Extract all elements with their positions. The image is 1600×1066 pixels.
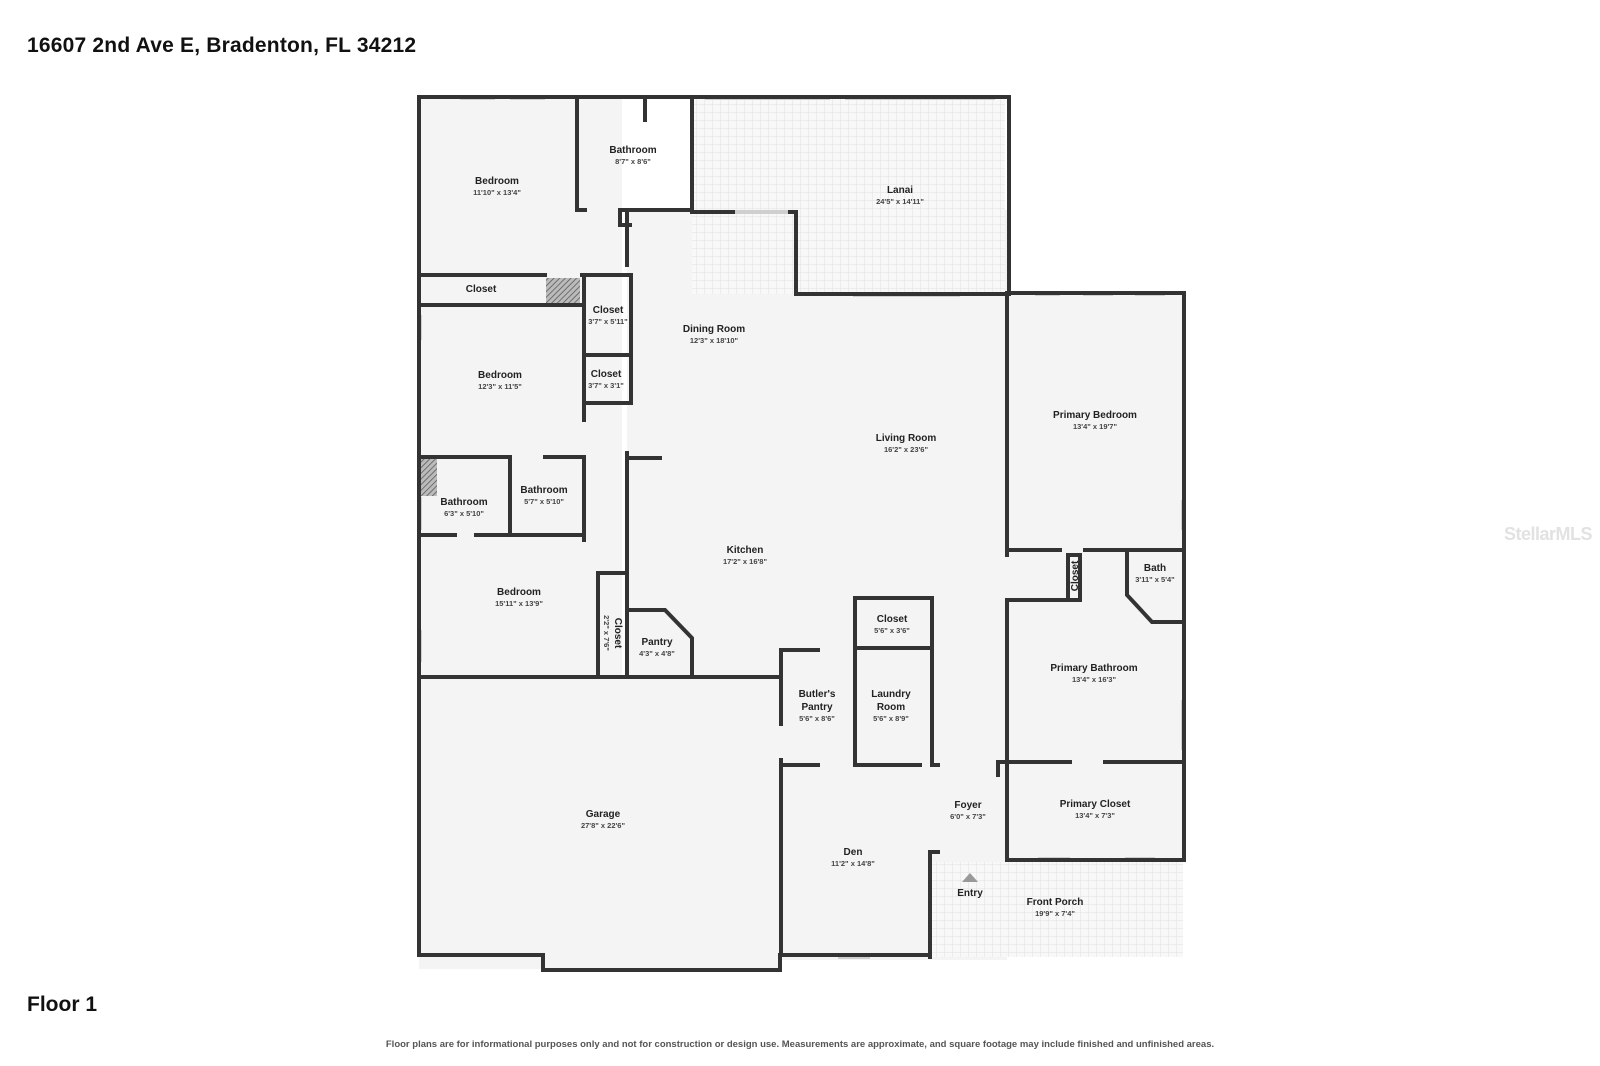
svg-text:11'2" x 14'8": 11'2" x 14'8" <box>831 859 875 868</box>
svg-text:Pantry: Pantry <box>801 702 833 713</box>
svg-text:5'6" x 8'9": 5'6" x 8'9" <box>873 714 909 723</box>
property-address: 16607 2nd Ave E, Bradenton, FL 34212 <box>27 34 417 57</box>
svg-text:Primary Bedroom: Primary Bedroom <box>1053 410 1137 421</box>
svg-text:Bathroom: Bathroom <box>440 497 487 508</box>
svg-text:Closet: Closet <box>877 614 908 625</box>
svg-text:13'4" x 16'3": 13'4" x 16'3" <box>1072 675 1116 684</box>
svg-text:Kitchen: Kitchen <box>727 545 764 556</box>
svg-text:Bedroom: Bedroom <box>478 370 522 381</box>
svg-text:19'9" x 7'4": 19'9" x 7'4" <box>1035 909 1075 918</box>
room-closet-hall: Closet <box>466 284 497 295</box>
svg-text:6'3" x 5'10": 6'3" x 5'10" <box>444 509 484 518</box>
svg-text:Closet: Closet <box>612 618 623 649</box>
svg-text:5'6" x 8'6": 5'6" x 8'6" <box>799 714 835 723</box>
svg-text:Living Room: Living Room <box>876 433 937 444</box>
svg-text:Bedroom: Bedroom <box>475 176 519 187</box>
disclaimer: Floor plans are for informational purpos… <box>385 1039 1215 1050</box>
svg-text:12'3" x 11'5": 12'3" x 11'5" <box>478 382 522 391</box>
svg-text:Bathroom: Bathroom <box>609 145 656 156</box>
svg-text:Front Porch: Front Porch <box>1027 897 1084 908</box>
svg-text:Primary Closet: Primary Closet <box>1060 799 1131 810</box>
svg-text:24'5" x 14'11": 24'5" x 14'11" <box>876 197 924 206</box>
svg-text:13'4" x 19'7": 13'4" x 19'7" <box>1073 422 1117 431</box>
svg-text:3'11" x 5'4": 3'11" x 5'4" <box>1135 575 1175 584</box>
svg-text:Den: Den <box>844 847 863 858</box>
svg-text:3'7" x 5'11": 3'7" x 5'11" <box>588 317 628 326</box>
svg-text:Room: Room <box>877 702 905 713</box>
svg-text:13'4" x 7'3": 13'4" x 7'3" <box>1075 811 1115 820</box>
svg-text:Foyer: Foyer <box>954 800 981 811</box>
svg-text:12'3" x 18'10": 12'3" x 18'10" <box>690 336 739 345</box>
svg-text:5'7" x 5'10": 5'7" x 5'10" <box>524 497 564 506</box>
svg-text:Pantry: Pantry <box>641 637 673 648</box>
floor-label: Floor 1 <box>27 993 98 1016</box>
svg-text:Garage: Garage <box>586 809 621 820</box>
svg-text:Closet: Closet <box>591 369 622 380</box>
svg-text:Butler's: Butler's <box>799 689 836 700</box>
svg-text:16'2" x 23'6": 16'2" x 23'6" <box>884 445 928 454</box>
svg-text:4'3" x 4'8": 4'3" x 4'8" <box>639 649 675 658</box>
svg-text:Bedroom: Bedroom <box>497 587 541 598</box>
svg-text:Dining Room: Dining Room <box>683 324 745 335</box>
svg-text:Laundry: Laundry <box>871 689 911 700</box>
svg-text:5'6" x 3'6": 5'6" x 3'6" <box>874 626 910 635</box>
svg-text:Entry: Entry <box>957 888 983 899</box>
svg-text:Closet: Closet <box>593 305 624 316</box>
chase-hatch-2 <box>421 458 437 496</box>
watermark: StellarMLS <box>1503 524 1593 544</box>
svg-text:2'2" x 7'6": 2'2" x 7'6" <box>602 615 611 651</box>
lanai-floor-left <box>692 98 796 212</box>
triangle-up-icon <box>962 873 978 882</box>
svg-text:8'7" x 8'6": 8'7" x 8'6" <box>615 157 651 166</box>
svg-text:Closet: Closet <box>1070 560 1081 591</box>
svg-text:6'0" x 7'3": 6'0" x 7'3" <box>950 812 986 821</box>
svg-text:Primary Bathroom: Primary Bathroom <box>1050 663 1137 674</box>
svg-text:3'7" x 3'1": 3'7" x 3'1" <box>588 381 624 390</box>
room-entry: Entry <box>957 888 983 899</box>
svg-text:Closet: Closet <box>466 284 497 295</box>
room-closet-vertical-right: Closet <box>1070 560 1081 591</box>
svg-text:Lanai: Lanai <box>887 185 913 196</box>
svg-text:15'11" x 13'9": 15'11" x 13'9" <box>495 599 543 608</box>
svg-text:17'2" x 16'8": 17'2" x 16'8" <box>723 557 767 566</box>
svg-text:11'10" x 13'4": 11'10" x 13'4" <box>473 188 521 197</box>
walls <box>417 95 1186 972</box>
svg-text:27'8" x 22'6": 27'8" x 22'6" <box>581 821 625 830</box>
svg-text:Bath: Bath <box>1144 563 1166 574</box>
chase-hatch-1 <box>546 278 580 304</box>
svg-text:Bathroom: Bathroom <box>520 485 567 496</box>
